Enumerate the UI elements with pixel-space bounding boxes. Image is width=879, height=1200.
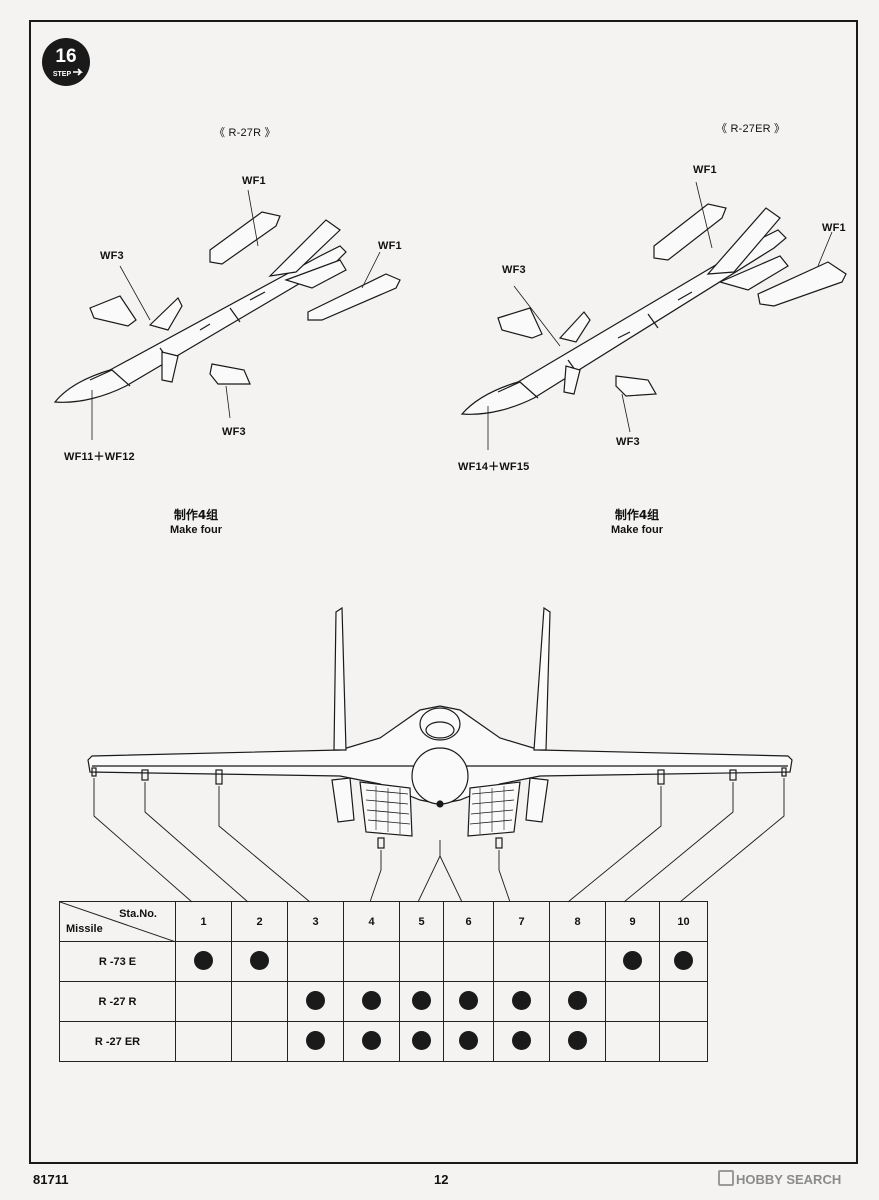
aircraft-front-view <box>87 606 793 903</box>
station-cell <box>399 1021 444 1062</box>
loadout-dot-icon <box>623 950 642 970</box>
station-cell <box>231 1021 288 1062</box>
station-cell <box>231 981 288 1022</box>
note-cn: 制作4组 <box>614 508 660 522</box>
loadout-dot-icon <box>568 990 587 1010</box>
station-cell <box>659 941 708 982</box>
station-cell <box>493 981 550 1022</box>
missile-name-cell: R -27 ER <box>59 1021 176 1062</box>
station-header: Sta.No. <box>119 908 157 920</box>
station-cell <box>399 981 444 1022</box>
missile-name-cell: R -27 R <box>59 981 176 1022</box>
watermark-text: HOBBY SEARCH <box>736 1172 842 1187</box>
table-corner-cell: Sta.No. Missile <box>59 901 176 942</box>
loadout-dot-icon <box>412 990 431 1010</box>
station-cell <box>343 1021 400 1062</box>
make-four-note-right: 制作4组 Make four <box>577 506 697 536</box>
label-r27r-fin-left: WF3 <box>100 250 124 262</box>
label-r27er-fin-left: WF3 <box>502 264 526 276</box>
note-cn: 制作4组 <box>173 508 219 522</box>
loadout-dot-icon <box>194 950 213 970</box>
label-r27r-fin-right: WF1 <box>378 240 402 252</box>
station-col-2: 2 <box>231 901 288 942</box>
station-col-9: 9 <box>605 901 660 942</box>
missile-r27er-drawing <box>460 181 847 450</box>
station-cell <box>493 941 550 982</box>
missile-header: Missile <box>66 923 103 935</box>
loadout-dot-icon <box>512 990 531 1010</box>
kit-number: 81711 <box>33 1172 69 1187</box>
station-col-5: 5 <box>399 901 444 942</box>
table-header-row: Sta.No. Missile 1 2 3 4 5 6 7 8 9 10 <box>59 901 708 942</box>
station-cell <box>605 1021 660 1062</box>
table-row: R -27 R <box>59 981 708 1022</box>
label-r27r-fin-top: WF1 <box>242 175 266 187</box>
missile-title-r27r: 《 R-27R 》 <box>214 127 276 139</box>
label-r27er-fin-bottom: WF3 <box>616 436 640 448</box>
table-row: R -73 E <box>59 941 708 982</box>
label-r27er-fin-right: WF1 <box>822 222 846 234</box>
station-col-8: 8 <box>549 901 606 942</box>
loadout-dot-icon <box>362 1030 381 1050</box>
loadout-dot-icon <box>674 950 693 970</box>
station-cell <box>549 981 606 1022</box>
station-col-1: 1 <box>175 901 232 942</box>
station-cell <box>659 981 708 1022</box>
table-row: R -27 ER <box>59 1021 708 1062</box>
station-col-7: 7 <box>493 901 550 942</box>
note-en: Make four <box>611 524 663 536</box>
hobby-search-logo-icon <box>718 1170 734 1186</box>
make-four-note-left: 制作4组 Make four <box>136 506 256 536</box>
station-cell <box>175 981 232 1022</box>
step-arrow-icon <box>73 68 83 76</box>
loadout-dot-icon <box>306 990 325 1010</box>
label-r27er-body: WF14＋WF15 <box>458 461 530 473</box>
step-word: STEP <box>53 71 72 78</box>
loadout-dot-icon <box>306 1030 325 1050</box>
missile-r27r-drawing <box>53 189 401 440</box>
page-frame <box>29 20 858 1164</box>
station-cell <box>605 941 660 982</box>
loadout-dot-icon <box>512 1030 531 1050</box>
label-r27r-body: WF11＋WF12 <box>64 451 135 463</box>
station-cell <box>549 941 606 982</box>
station-cell <box>605 981 660 1022</box>
station-cell <box>231 941 288 982</box>
station-cell <box>175 941 232 982</box>
note-en: Make four <box>170 524 222 536</box>
station-cell <box>343 941 400 982</box>
loadout-dot-icon <box>412 1030 431 1050</box>
loadout-dot-icon <box>250 950 269 970</box>
station-cell <box>549 1021 606 1062</box>
station-col-6: 6 <box>443 901 494 942</box>
station-cell <box>443 1021 494 1062</box>
station-col-3: 3 <box>287 901 344 942</box>
loadout-table: Sta.No. Missile 1 2 3 4 5 6 7 8 9 10 R -… <box>59 901 708 1062</box>
step-number: 16 <box>55 46 76 67</box>
watermark: HOBBY SEARCH <box>718 1170 841 1187</box>
page-number: 12 <box>434 1172 449 1187</box>
step-badge: 16 STEP <box>42 38 90 86</box>
label-r27r-fin-bottom: WF3 <box>222 426 246 438</box>
loadout-dot-icon <box>459 990 478 1010</box>
loadout-dot-icon <box>568 1030 587 1050</box>
station-cell <box>287 1021 344 1062</box>
station-cell <box>399 941 444 982</box>
station-col-4: 4 <box>343 901 400 942</box>
station-cell <box>443 941 494 982</box>
missile-title-r27er: 《 R-27ER 》 <box>716 123 786 135</box>
station-cell <box>287 981 344 1022</box>
label-r27er-fin-top: WF1 <box>693 164 717 176</box>
station-cell <box>343 981 400 1022</box>
station-cell <box>443 981 494 1022</box>
station-col-10: 10 <box>659 901 708 942</box>
missile-name-cell: R -73 E <box>59 941 176 982</box>
station-cell <box>493 1021 550 1062</box>
station-cell <box>659 1021 708 1062</box>
loadout-dot-icon <box>459 1030 478 1050</box>
station-cell <box>175 1021 232 1062</box>
station-cell <box>287 941 344 982</box>
loadout-dot-icon <box>362 990 381 1010</box>
